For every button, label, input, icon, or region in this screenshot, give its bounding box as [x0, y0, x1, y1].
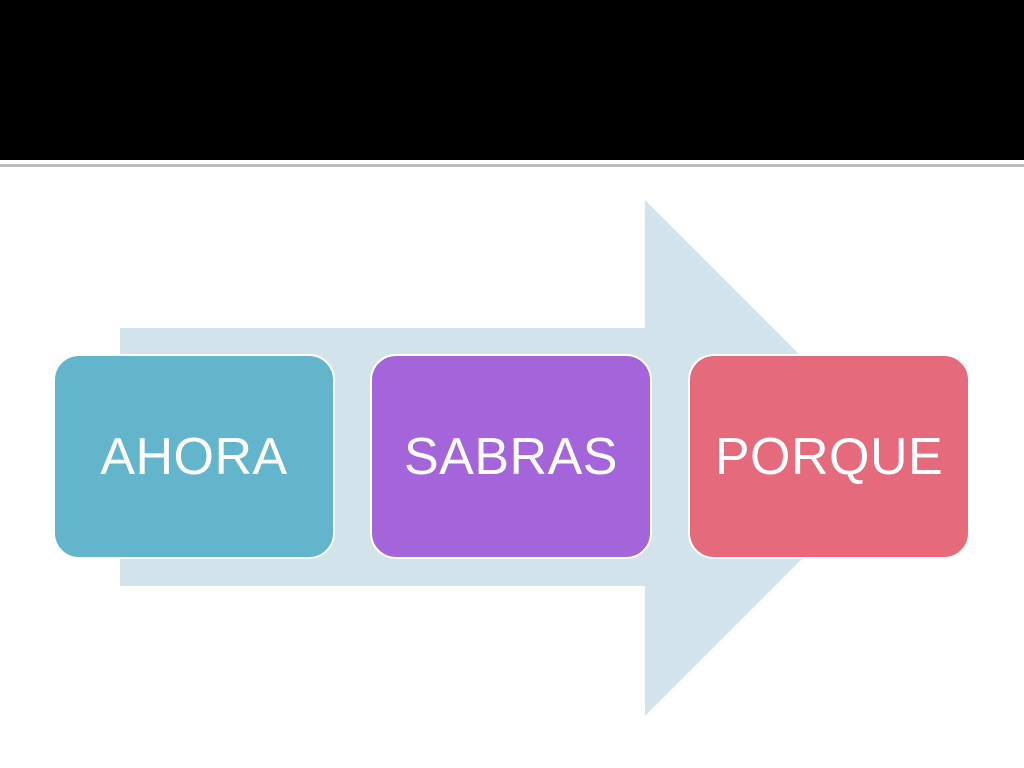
- step-label-porque: PORQUE: [714, 427, 944, 486]
- title-divider: [0, 164, 1024, 167]
- step-label-ahora: AHORA: [100, 427, 288, 486]
- step-label-sabras: SABRAS: [404, 427, 618, 486]
- slide-title-bar: [0, 0, 1024, 160]
- step-box-ahora: AHORA: [53, 354, 335, 559]
- step-box-porque: PORQUE: [688, 354, 970, 559]
- step-box-sabras: SABRAS: [370, 354, 652, 559]
